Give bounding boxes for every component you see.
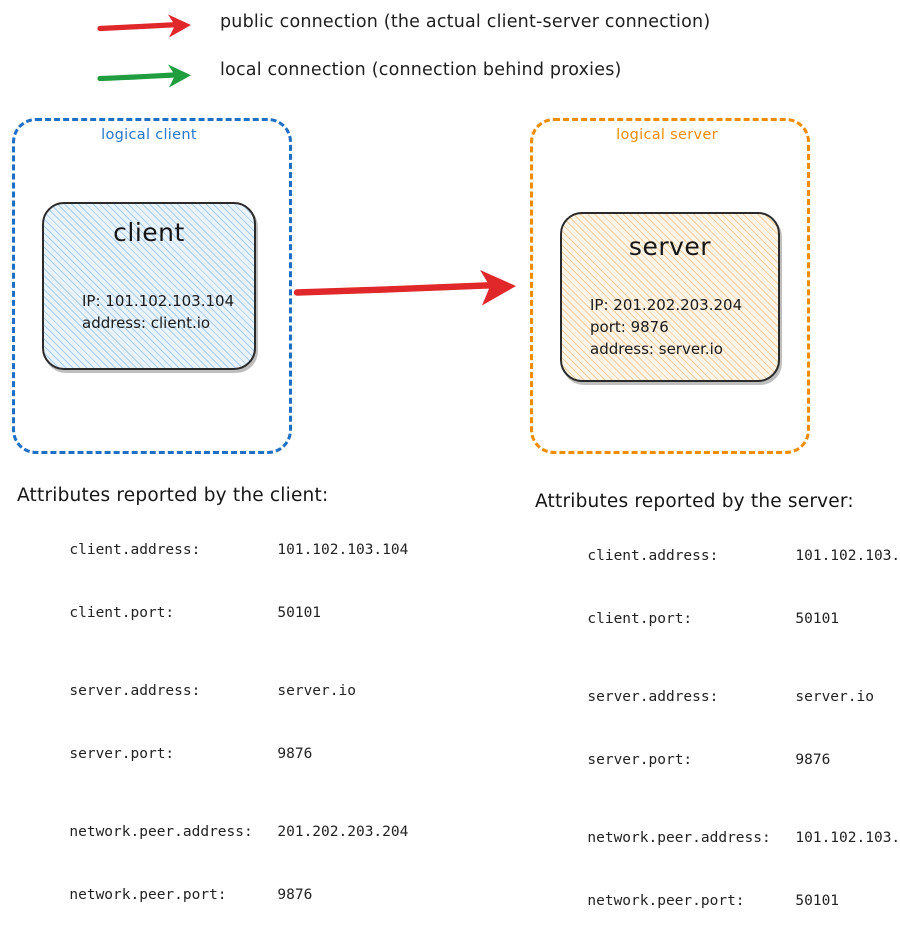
server-attributes-heading: Attributes reported by the server: bbox=[535, 491, 854, 512]
attribute-value: 9876 bbox=[277, 746, 313, 762]
attribute-row: client.port: 50101 bbox=[535, 588, 900, 651]
attribute-group: network.peer.address: 101.102.103.104 net… bbox=[535, 807, 900, 933]
legend-item-public-connection: public connection (the actual client-ser… bbox=[0, 8, 900, 48]
attribute-key: network.peer.address: bbox=[69, 824, 253, 840]
attribute-row: client.port: 50101 bbox=[17, 582, 408, 645]
attribute-key: client.address: bbox=[587, 548, 719, 564]
attribute-value: 101.102.103.104 bbox=[795, 548, 900, 564]
attribute-value: server.io bbox=[795, 689, 874, 705]
attribute-key: server.address: bbox=[587, 689, 719, 705]
attribute-value: 101.102.103.104 bbox=[277, 542, 409, 558]
server-node-details: IP: 201.202.203.204 port: 9876 address: … bbox=[590, 296, 743, 358]
attribute-row: server.port: 9876 bbox=[17, 723, 408, 786]
attribute-key: client.port: bbox=[69, 605, 175, 621]
attribute-value: 9876 bbox=[277, 887, 313, 903]
red-arrow-icon bbox=[97, 14, 191, 38]
legend-label-local-connection: local connection (connection behind prox… bbox=[220, 60, 622, 80]
attribute-value: server.io bbox=[277, 683, 356, 699]
attribute-row: network.peer.address: 201.202.203.204 bbox=[17, 801, 408, 864]
logical-server-zone bbox=[530, 118, 810, 454]
client-node-title: client bbox=[113, 218, 185, 247]
legend-label-public-connection: public connection (the actual client-ser… bbox=[220, 12, 711, 32]
client-attributes-block: Attributes reported by the client: clien… bbox=[17, 485, 408, 927]
server-attributes-block: Attributes reported by the server: clien… bbox=[535, 491, 900, 933]
attribute-key: network.peer.port: bbox=[69, 887, 227, 903]
attribute-group: network.peer.address: 201.202.203.204 net… bbox=[17, 801, 408, 927]
client-attributes-heading: Attributes reported by the client: bbox=[17, 485, 329, 506]
attribute-key: server.port: bbox=[587, 752, 693, 768]
attribute-row: network.peer.address: 101.102.103.104 bbox=[535, 807, 900, 870]
attribute-key: network.peer.address: bbox=[587, 830, 771, 846]
server-node-title: server bbox=[628, 232, 712, 261]
client-node-details: IP: 101.102.103.104 address: client.io bbox=[82, 292, 235, 332]
legend-item-local-connection: local connection (connection behind prox… bbox=[0, 56, 900, 96]
attribute-value: 9876 bbox=[795, 752, 831, 768]
legend: public connection (the actual client-ser… bbox=[0, 0, 900, 105]
attribute-row: server.address: server.io bbox=[17, 660, 408, 723]
attribute-group: server.address: server.io server.port: 987… bbox=[17, 660, 408, 786]
attribute-group: server.address: server.io server.port: 987… bbox=[535, 666, 900, 792]
attribute-group: client.address: 101.102.103.104 client.po… bbox=[535, 525, 900, 651]
client-node: client IP: 101.102.103.104 address: clie… bbox=[42, 202, 256, 370]
attribute-row: server.port: 9876 bbox=[535, 729, 900, 792]
attribute-key: network.peer.port: bbox=[587, 893, 745, 909]
attribute-row: network.peer.port: 50101 bbox=[535, 870, 900, 933]
attribute-key: client.address: bbox=[69, 542, 201, 558]
attribute-value: 50101 bbox=[277, 605, 322, 621]
server-node: server IP: 201.202.203.204 port: 9876 ad… bbox=[560, 212, 780, 382]
attribute-group: client.address: 101.102.103.104 client.po… bbox=[17, 519, 408, 645]
attribute-row: client.address: 101.102.103.104 bbox=[17, 519, 408, 582]
attribute-value: 50101 bbox=[795, 893, 840, 909]
attribute-value: 50101 bbox=[795, 611, 840, 627]
public-connection-arrow-icon bbox=[293, 270, 516, 306]
attribute-key: server.address: bbox=[69, 683, 201, 699]
green-arrow-icon bbox=[97, 64, 191, 88]
logical-client-zone-label: logical client bbox=[101, 127, 197, 143]
logical-client-zone bbox=[12, 118, 292, 454]
attribute-key: client.port: bbox=[587, 611, 693, 627]
logical-server-zone-label: logical server bbox=[616, 127, 718, 143]
attribute-row: network.peer.port: 9876 bbox=[17, 864, 408, 927]
attribute-value: 101.102.103.104 bbox=[795, 830, 900, 846]
attribute-key: server.port: bbox=[69, 746, 175, 762]
attribute-value: 201.202.203.204 bbox=[277, 824, 409, 840]
attribute-row: client.address: 101.102.103.104 bbox=[535, 525, 900, 588]
attribute-row: server.address: server.io bbox=[535, 666, 900, 729]
